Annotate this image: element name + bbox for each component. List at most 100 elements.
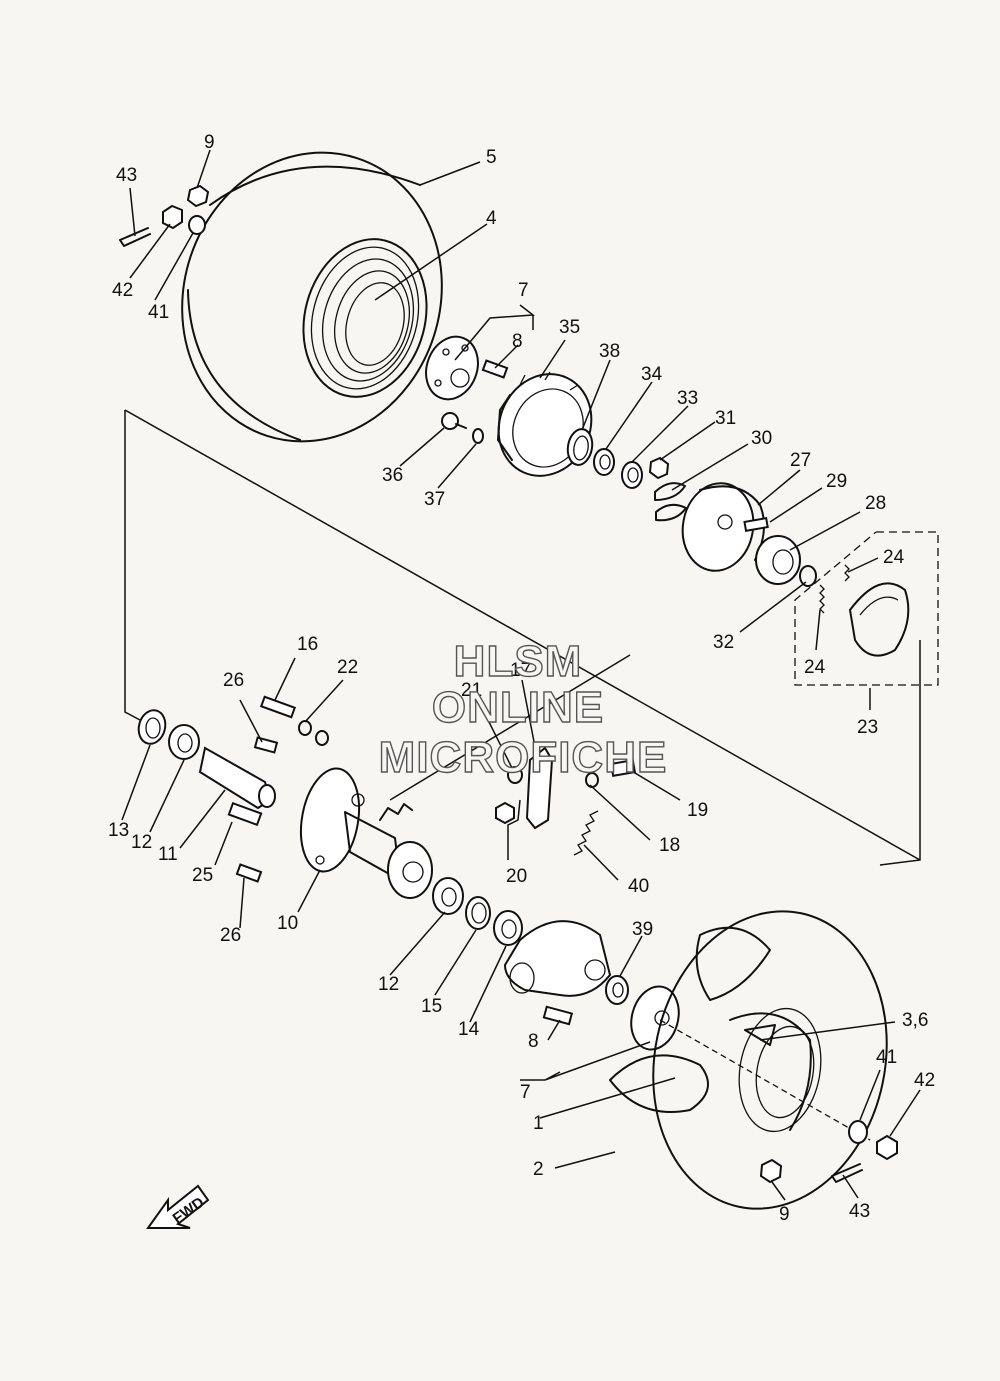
rim-lower-1 xyxy=(738,1007,822,1133)
callout-30: 30 xyxy=(751,428,772,449)
callout-4: 4 xyxy=(486,208,497,229)
callout-13: 13 xyxy=(108,820,129,841)
bolt-26-upper xyxy=(253,736,279,754)
axle-line-lower xyxy=(659,1019,871,1141)
callout-5: 5 xyxy=(486,147,497,168)
assembly-lines xyxy=(124,409,921,866)
upper-hardware xyxy=(119,184,210,247)
bearing-14 xyxy=(493,910,523,946)
final-drive-case xyxy=(503,920,612,997)
callout-40: 40 xyxy=(628,876,649,897)
bolt-lower-8 xyxy=(542,1005,574,1026)
tire-lower xyxy=(609,910,888,1210)
callout-labels: 1 2 3,6 4 5 7 7 8 8 9 9 10 11 12 12 13 1… xyxy=(108,132,935,1225)
callout-42-upper: 42 xyxy=(112,280,133,301)
bearing-34 xyxy=(593,448,615,476)
oil-seal-38 xyxy=(566,428,594,466)
callout-43-upper: 43 xyxy=(116,165,137,186)
callout-23: 23 xyxy=(857,717,878,738)
nut-31 xyxy=(648,456,670,480)
bolt-25 xyxy=(227,801,263,827)
leader-lines xyxy=(121,149,921,1201)
callout-8-lower: 8 xyxy=(528,1031,539,1052)
watermark-line-3: MICROFICHE xyxy=(379,733,668,782)
callout-42-lower: 42 xyxy=(914,1070,935,1091)
callout-26-upper: 26 xyxy=(223,670,244,691)
callout-2: 2 xyxy=(533,1159,544,1180)
callout-16: 16 xyxy=(297,634,318,655)
callout-38: 38 xyxy=(599,341,620,362)
callout-22: 22 xyxy=(337,657,358,678)
bolt-29 xyxy=(743,516,769,532)
callout-24-lower: 24 xyxy=(804,657,826,678)
bolt-16 xyxy=(259,695,297,719)
spring-40 xyxy=(573,810,599,856)
callout-25: 25 xyxy=(192,865,213,886)
callout-9-lower: 9 xyxy=(779,1204,790,1225)
nut-20 xyxy=(495,801,515,825)
tire-upper xyxy=(181,151,443,443)
watermark-line-1: HLSM xyxy=(454,637,583,686)
callout-41-lower: 41 xyxy=(876,1047,897,1068)
callout-33: 33 xyxy=(677,388,698,409)
bolt-upper-8 xyxy=(481,359,509,379)
brake-drum-35 xyxy=(497,371,593,477)
o-ring-32 xyxy=(799,565,817,587)
brake-lever-17 xyxy=(525,746,554,830)
axle-housing-10 xyxy=(299,767,433,899)
callout-39: 39 xyxy=(632,919,653,940)
callout-34: 34 xyxy=(641,364,663,385)
callout-26-lower: 26 xyxy=(220,925,241,946)
ring-15 xyxy=(465,896,491,930)
callout-15: 15 xyxy=(421,996,442,1017)
rim-upper-4 xyxy=(302,238,428,398)
clips-22 xyxy=(298,720,329,746)
callout-32: 32 xyxy=(713,632,734,653)
bearing-33 xyxy=(621,461,643,489)
callout-17: 17 xyxy=(510,660,531,681)
bolt-26-lower xyxy=(235,863,263,883)
bolt-19 xyxy=(609,759,637,777)
callout-37: 37 xyxy=(424,489,445,510)
lower-hardware xyxy=(759,1120,898,1184)
fwd-arrow-icon: FWD xyxy=(146,1184,210,1229)
callout-28: 28 xyxy=(865,493,886,514)
callout-19: 19 xyxy=(687,800,708,821)
callout-1: 1 xyxy=(533,1113,544,1134)
drum-27 xyxy=(681,482,765,572)
callout-36: 36 xyxy=(382,465,403,486)
bearing-12-left xyxy=(168,724,200,760)
callout-3-6: 3,6 xyxy=(902,1010,928,1031)
callout-29: 29 xyxy=(826,471,847,492)
callout-41-upper: 41 xyxy=(148,302,169,323)
brake-shoe-box-23 xyxy=(794,531,939,686)
seal-39 xyxy=(605,975,629,1005)
callout-43-lower: 43 xyxy=(849,1201,870,1222)
callout-12-right: 12 xyxy=(378,974,399,995)
callout-7-lower: 7 xyxy=(520,1082,531,1103)
callout-35: 35 xyxy=(559,317,580,338)
watermark: HLSM ONLINE MICROFICHE xyxy=(378,636,668,782)
washer-37 xyxy=(472,428,484,444)
watermark-line-2: ONLINE xyxy=(432,683,604,732)
callout-20: 20 xyxy=(506,866,527,887)
flange-28 xyxy=(755,535,801,585)
callout-14: 14 xyxy=(458,1019,480,1040)
hub-lower-7 xyxy=(630,985,680,1051)
bearing-12-right xyxy=(432,877,464,915)
spacer-11 xyxy=(198,746,276,810)
callout-24-upper: 24 xyxy=(883,547,905,568)
callout-9-upper: 9 xyxy=(204,132,215,153)
hub-upper-7 xyxy=(425,335,479,401)
clip-21 xyxy=(507,766,523,784)
callout-10: 10 xyxy=(277,913,298,934)
callout-27: 27 xyxy=(790,450,811,471)
lock-plates-30 xyxy=(654,482,687,522)
callout-12-left: 12 xyxy=(131,832,152,853)
callout-21: 21 xyxy=(461,680,482,701)
callout-11: 11 xyxy=(158,844,178,865)
callout-31: 31 xyxy=(715,408,736,429)
seal-13 xyxy=(137,709,167,745)
